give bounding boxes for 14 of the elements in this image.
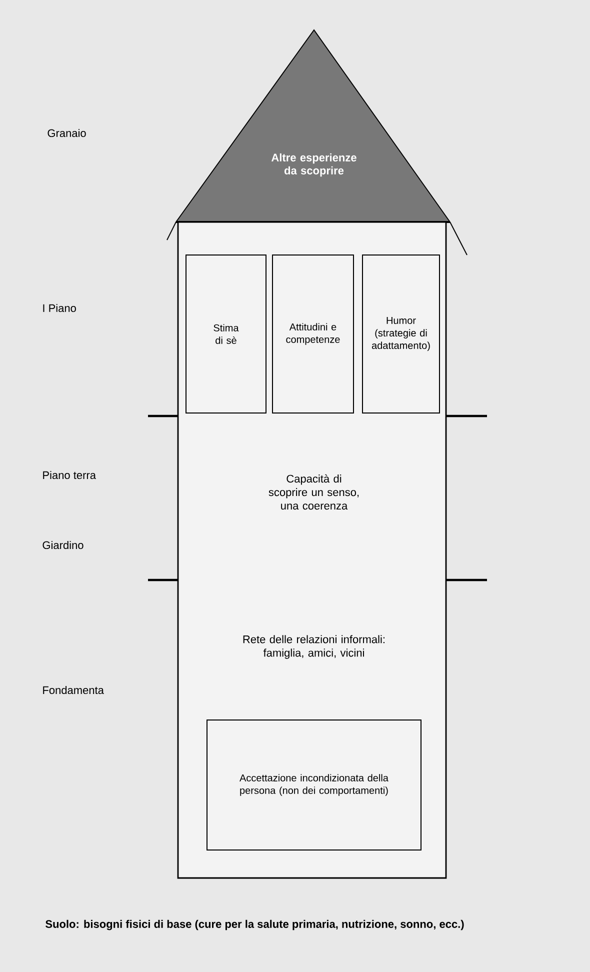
floor-label: Piano terra [43,470,96,480]
text-box: Accettazione incondizionata della persona (non dei comportamenti) [206,720,422,850]
text-box: Humor (strategie di adattamento) [362,254,440,414]
text-box: Attitudini e competenze [272,254,354,414]
floor-label: Suolo: bisogni fisici di base (cure per la salute primaria, nutrizione, sonno, ecc.) [46,920,464,930]
floor-label: Granaio [48,128,86,138]
floor-text: Rete delle relazioni informali: famiglia, amici, vicini [243,635,384,659]
floor-label: Fondamenta [43,686,104,694]
floor-text: Capacità di scoprire un senso, una coerenza [268,474,359,510]
floor-label: Giardino [42,540,84,550]
text-box: Stima di sè [186,254,266,414]
roof-triangle: Altre esperienze da scoprire [166,29,468,256]
house-body [177,221,447,879]
floor-label: I Piano [43,304,76,312]
